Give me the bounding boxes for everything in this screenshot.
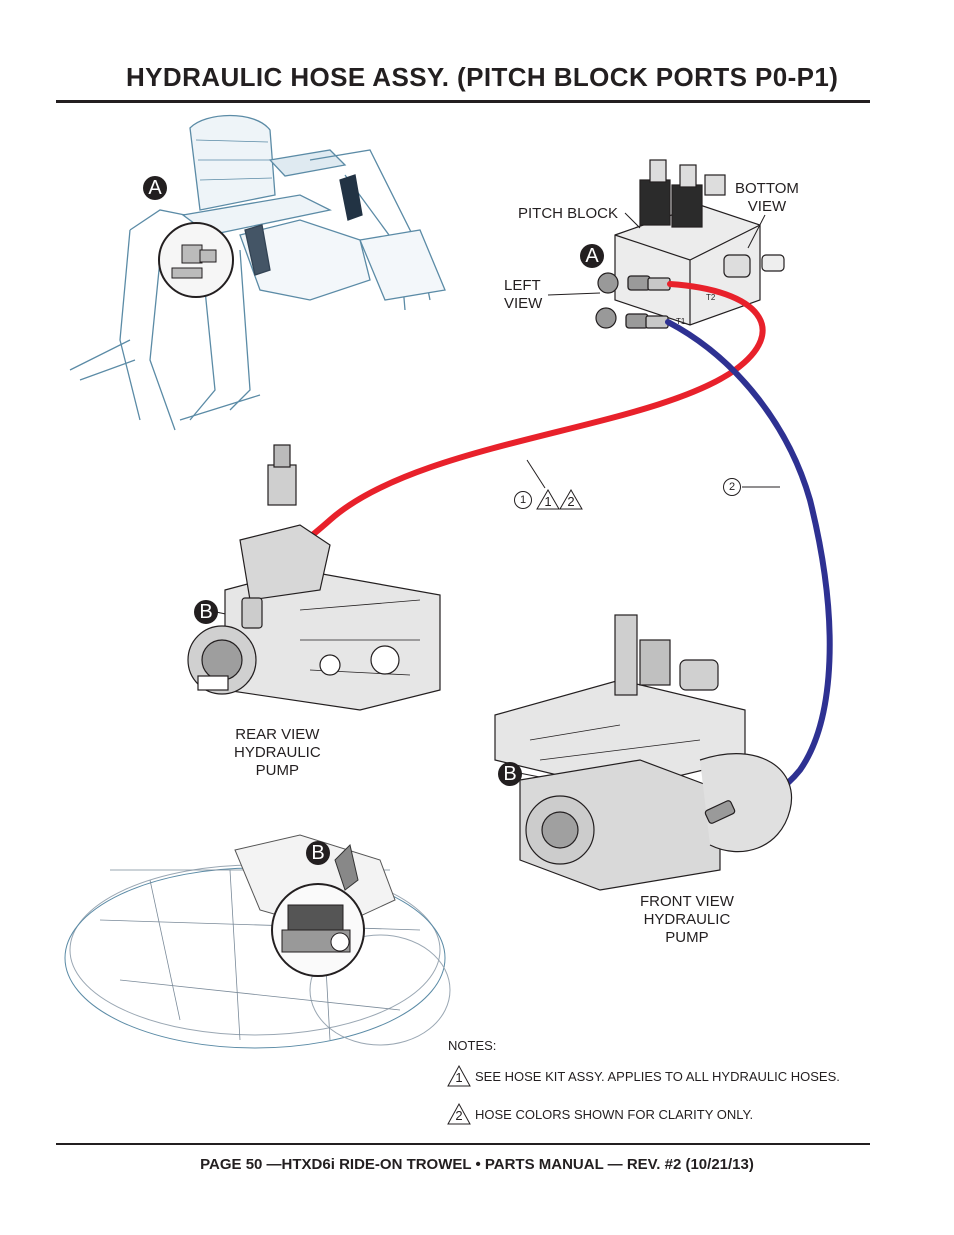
note-2-flag: 2 [567, 494, 575, 509]
rear-view-pump-illustration [187, 444, 441, 711]
item-1-callout: 1 [514, 491, 532, 509]
notes-heading: NOTES: [448, 1038, 497, 1053]
note-1-flag: 1 [544, 494, 552, 509]
pitch-block-label: PITCH BLOCK [518, 205, 619, 222]
note-triangles [447, 489, 583, 1125]
footer-rule [56, 1143, 870, 1145]
callout-b-machine: B [306, 841, 330, 865]
operator-frame-illustration [69, 114, 446, 431]
page-footer: PAGE 50 —HTXD6i RIDE-ON TROWEL • PARTS M… [200, 1156, 754, 1173]
svg-text:T1: T1 [676, 317, 686, 326]
page-title: HYDRAULIC HOSE ASSY. (PITCH BLOCK PORTS … [126, 62, 839, 92]
note-1-text: SEE HOSE KIT ASSY. APPLIES TO ALL HYDRAU… [475, 1069, 840, 1084]
callout-a-seat: A [143, 176, 167, 200]
callout-b-rear-pump: B [194, 600, 218, 624]
item-2-callout: 2 [723, 478, 741, 496]
pitch-block-fittings [625, 275, 671, 329]
title-rule [56, 100, 870, 103]
callout-a-pitch-block: A [580, 244, 604, 268]
trowel-machine-illustration [64, 834, 451, 1049]
pitch-block-thumbnail [171, 244, 217, 279]
pump-thumbnail [281, 904, 351, 953]
note-1-marker: 1 [455, 1070, 463, 1085]
note-2-marker: 2 [455, 1108, 463, 1123]
front-view-pump-illustration [494, 614, 793, 891]
callout-b-front-pump: B [498, 762, 522, 786]
note-2-text: HOSE COLORS SHOWN FOR CLARITY ONLY. [475, 1107, 754, 1122]
svg-text:T2: T2 [706, 293, 716, 302]
